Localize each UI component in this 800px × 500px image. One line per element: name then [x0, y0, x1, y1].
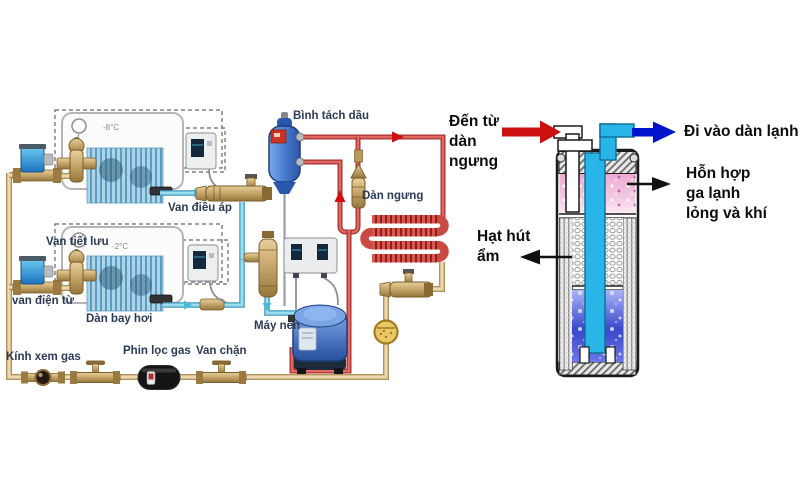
expansion-valve-2	[56, 249, 97, 295]
suction-filter	[258, 231, 278, 298]
compressor	[288, 304, 348, 374]
label-evaporator: Dàn bay hơi	[86, 313, 153, 325]
outlet-arrow	[632, 121, 676, 143]
center-tube	[584, 152, 606, 354]
label-stop-valve: Van chặn	[196, 345, 247, 357]
flow-arrow-discharge-up	[334, 190, 346, 202]
rivet-right	[629, 153, 639, 163]
filter-drier-inline	[137, 365, 181, 390]
solenoid-valve-1	[12, 144, 62, 183]
label-filter-drier-inline: Phin lọc gas	[123, 345, 191, 357]
desiccant-arrow	[520, 249, 572, 265]
vessel-wall-right	[622, 217, 637, 371]
moisture-indicator	[373, 319, 399, 345]
expansion-valve-1	[56, 137, 97, 183]
label-compressor: Máy nén	[254, 320, 301, 332]
check-valve	[350, 149, 367, 209]
label-room-temp-2: -2°C	[112, 242, 129, 251]
outlet-stub	[599, 123, 635, 138]
rivet-left	[556, 153, 566, 163]
label-sight-glass: Kính xem gas	[6, 351, 81, 363]
label-room-temp-1: -8°C	[103, 123, 120, 132]
label-desiccant-beads: Hạt hút ẩm	[477, 228, 531, 265]
vessel-wall-left	[559, 217, 573, 371]
filter-drier-cross-section	[502, 120, 676, 378]
label-expansion-valve: Van tiết lưu	[46, 236, 109, 248]
flow-arrow-discharge-right	[392, 131, 404, 143]
evaporator-unit-1	[61, 112, 184, 204]
pressure-switch	[283, 237, 338, 278]
label-pressure-regulator: Van điều áp	[168, 202, 232, 214]
stop-valve	[196, 360, 247, 384]
sight-glass	[21, 369, 65, 386]
label-to-evaporator: Đi vào dàn lạnh	[684, 123, 799, 140]
label-oil-separator: Bình tách dầu	[293, 110, 370, 122]
receiver-valve	[379, 269, 433, 298]
flow-arrow-suction-down	[262, 303, 272, 311]
label-solenoid-valve: van điện từ	[12, 295, 75, 307]
service-valve	[70, 360, 121, 384]
tube-foot-left	[579, 346, 590, 364]
thermostat-2	[187, 244, 219, 282]
thermostat-1	[185, 132, 217, 170]
label-from-condenser: Đến từ dàn ngưng	[449, 113, 499, 170]
mixture-arrow	[627, 177, 671, 191]
flow-arrow-suction-2	[184, 300, 192, 310]
inlet-arrow	[502, 120, 561, 144]
evaporator-unit-2	[61, 226, 184, 312]
oil-separator	[268, 112, 305, 194]
label-condenser: Dàn ngưng	[362, 190, 424, 202]
solenoid-valve-2	[12, 256, 62, 295]
inlet-flange	[557, 139, 593, 152]
coil-sensor-2	[149, 294, 173, 304]
tube-foot-right	[605, 346, 616, 364]
condenser-coil	[360, 214, 449, 263]
pressure-regulator-valve	[195, 174, 272, 202]
inlet-pipe-vertical	[565, 133, 580, 213]
label-refrigerant-mixture: Hỗn hợp ga lạnh lỏng và khí	[686, 165, 767, 222]
